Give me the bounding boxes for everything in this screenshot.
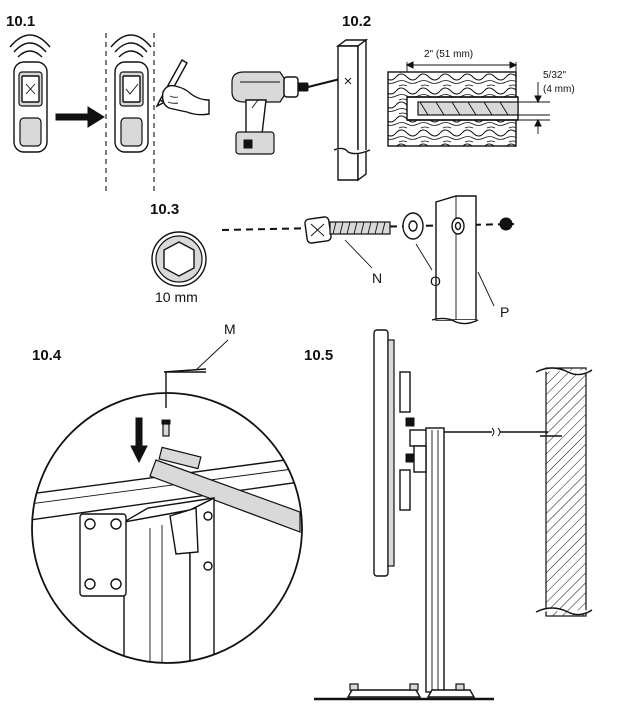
step-10-1: 10.1 bbox=[6, 13, 210, 192]
callout-o: O bbox=[430, 273, 441, 289]
drilled-hole-dot bbox=[499, 217, 513, 231]
detail-magnifier bbox=[31, 368, 303, 664]
arrow-right-icon bbox=[55, 106, 105, 128]
tv-panel bbox=[373, 329, 415, 577]
wood-stud bbox=[333, 38, 371, 182]
wall-section bbox=[535, 367, 593, 617]
step-10-5: 10.5 bbox=[304, 329, 593, 701]
callout-m-leader bbox=[195, 339, 229, 371]
step-label-10-5: 10.5 bbox=[304, 347, 333, 364]
step-10-3: 10.3 10 mm bbox=[150, 195, 515, 325]
lag-bolt bbox=[304, 216, 391, 269]
callout-p: P bbox=[500, 304, 509, 320]
step-label-10-3: 10.3 bbox=[150, 201, 179, 218]
socket-hex-icon bbox=[151, 231, 207, 287]
callout-m: M bbox=[224, 321, 236, 337]
stand-base bbox=[314, 683, 494, 701]
stud-finder-after bbox=[110, 34, 152, 153]
stand-post bbox=[409, 427, 445, 693]
step-10-2: 10.2 bbox=[231, 13, 575, 182]
check-icon bbox=[125, 83, 139, 95]
hole-diameter-in-label: 5/32" bbox=[543, 70, 566, 81]
arrow-down-icon bbox=[130, 417, 148, 464]
drill-icon bbox=[231, 71, 341, 155]
wall-bracket bbox=[431, 195, 495, 325]
cross-icon bbox=[25, 83, 36, 95]
callout-n: N bbox=[372, 270, 382, 286]
signal-wave-icon bbox=[118, 50, 144, 58]
socket-size-label: 10 mm bbox=[155, 289, 198, 305]
hole-depth-label: 2" (51 mm) bbox=[424, 49, 473, 60]
step-10-4: 10.4 M bbox=[31, 321, 303, 664]
signal-wave-icon bbox=[17, 50, 43, 58]
hole-diameter-mm-label: (4 mm) bbox=[543, 84, 575, 95]
hand-pencil-icon bbox=[155, 59, 210, 116]
hole-cross-section bbox=[387, 61, 550, 147]
stud-finder-before bbox=[9, 34, 51, 153]
step-label-10-1: 10.1 bbox=[6, 13, 35, 30]
washer bbox=[402, 212, 433, 271]
step-label-10-4: 10.4 bbox=[32, 347, 62, 364]
step-label-10-2: 10.2 bbox=[342, 13, 371, 30]
